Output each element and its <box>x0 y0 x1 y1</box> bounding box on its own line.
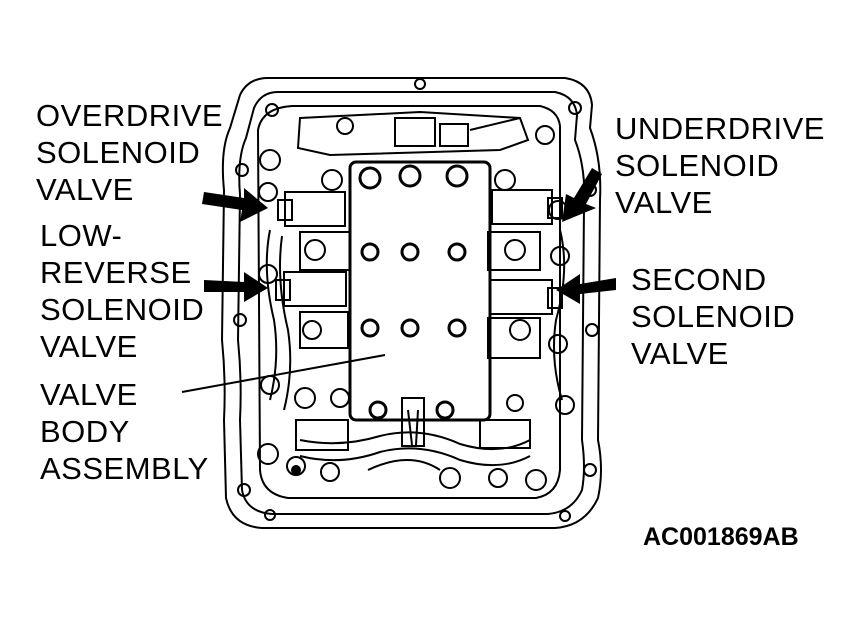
top-block <box>394 117 436 147</box>
overdrive-solenoid-valve-label: OVERDRIVE SOLENOID VALVE <box>36 97 223 208</box>
second-arrow <box>556 274 616 304</box>
label-line: SOLENOID <box>40 292 205 327</box>
valve-body-assembly-label: VALVE BODY ASSEMBLY <box>40 376 209 487</box>
label-line: UNDERDRIVE <box>615 111 825 146</box>
label-line: VALVE <box>40 377 138 412</box>
label-line: SOLENOID <box>631 299 796 334</box>
corner-bolt-left <box>259 149 281 171</box>
second-solenoid-valve-label: SECOND SOLENOID VALVE <box>631 261 795 372</box>
label-line: REVERSE <box>40 255 192 290</box>
lower-valve-area <box>257 375 575 491</box>
left-solenoid-stack <box>258 169 351 411</box>
label-line: LOW- <box>40 218 123 253</box>
case-inner-wall <box>256 105 561 499</box>
flange-bolt-holes <box>233 78 599 522</box>
label-line: SOLENOID <box>615 148 780 183</box>
right-solenoid-stack <box>487 169 570 401</box>
top-link <box>469 117 521 131</box>
label-line: SECOND <box>631 262 767 297</box>
valve-body-plate <box>348 160 492 422</box>
label-line: VALVE <box>40 329 138 364</box>
label-line: SOLENOID <box>36 135 201 170</box>
case-flange-inner <box>236 91 586 515</box>
label-line: OVERDRIVE <box>36 98 224 133</box>
label-line: ASSEMBLY <box>40 451 209 486</box>
underdrive-solenoid-valve-label: UNDERDRIVE SOLENOID VALVE <box>615 110 825 221</box>
label-line: VALVE <box>36 172 134 207</box>
top-bracket <box>296 110 530 157</box>
top-clip <box>439 123 469 147</box>
label-line: BODY <box>40 414 130 449</box>
figure-reference-code: AC001869AB <box>643 523 799 551</box>
low-reverse-solenoid-valve-label: LOW- REVERSE SOLENOID VALVE <box>40 217 204 365</box>
top-bolt-left <box>336 117 354 135</box>
low-reverse-arrow <box>204 272 268 302</box>
label-line: VALVE <box>615 185 713 220</box>
underdrive-arrow <box>562 168 602 222</box>
valve-body-leader-line <box>181 354 386 393</box>
top-bolt-right <box>535 125 555 145</box>
overdrive-arrow <box>202 188 268 222</box>
label-line: VALVE <box>631 336 729 371</box>
valve-body-bolts <box>358 164 469 420</box>
case-flange-outline <box>220 77 602 529</box>
